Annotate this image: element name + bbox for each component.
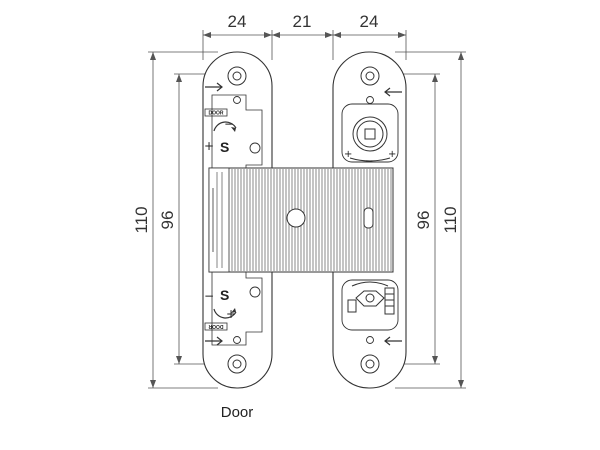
plus-icon: +	[226, 307, 236, 321]
plus-icon: +	[204, 139, 214, 153]
left-plate-small-holes	[233, 96, 261, 344]
dim-label-left-outer: 110	[132, 206, 151, 233]
plus-icon: +	[388, 149, 396, 160]
dim-label-right-outer: 110	[441, 206, 460, 233]
right-plate-small-holes	[366, 96, 374, 344]
dim-label-right-inner: 96	[414, 211, 433, 230]
lower-adjuster-screw	[347, 281, 395, 315]
adjust-s-label-top: S	[220, 139, 229, 155]
door-label-top-badge: DOOR	[204, 108, 228, 117]
dim-label-top-right: 24	[360, 12, 379, 31]
minus-icon: −	[365, 156, 373, 167]
right-plate-screw-bottom	[360, 354, 380, 374]
adjust-s-label-bottom: S	[220, 287, 229, 303]
adjust-symbol-bottom: − + S	[204, 287, 237, 321]
dim-label-left-inner: 96	[158, 211, 177, 230]
left-plate-arrow-top-icon	[205, 82, 223, 92]
door-label-bottom: DOOR	[208, 323, 223, 329]
right-plate-screw-top	[360, 66, 380, 86]
adjust-symbol-top: + − S	[204, 117, 237, 155]
left-plate-screw-top	[227, 66, 247, 86]
door-label-top: DOOR	[209, 111, 224, 117]
door-caption: Door	[221, 404, 254, 421]
plus-icon: +	[344, 149, 352, 160]
dimension-arrows	[150, 32, 464, 388]
door-label-bottom-badge: DOOR	[204, 322, 228, 331]
right-plate-arrow-bottom-icon	[384, 336, 402, 346]
left-plate-arrow-bottom-icon	[205, 336, 223, 346]
dim-label-top-left: 24	[228, 12, 247, 31]
dim-label-top-gap: 21	[293, 12, 312, 31]
minus-icon: −	[204, 289, 214, 303]
left-plate-screw-bottom	[227, 354, 247, 374]
hinge-center-body	[208, 167, 394, 273]
upper-adjuster-cam: + + −	[344, 116, 396, 167]
right-plate-arrow-top-icon	[384, 87, 402, 97]
minus-icon: −	[224, 117, 234, 131]
